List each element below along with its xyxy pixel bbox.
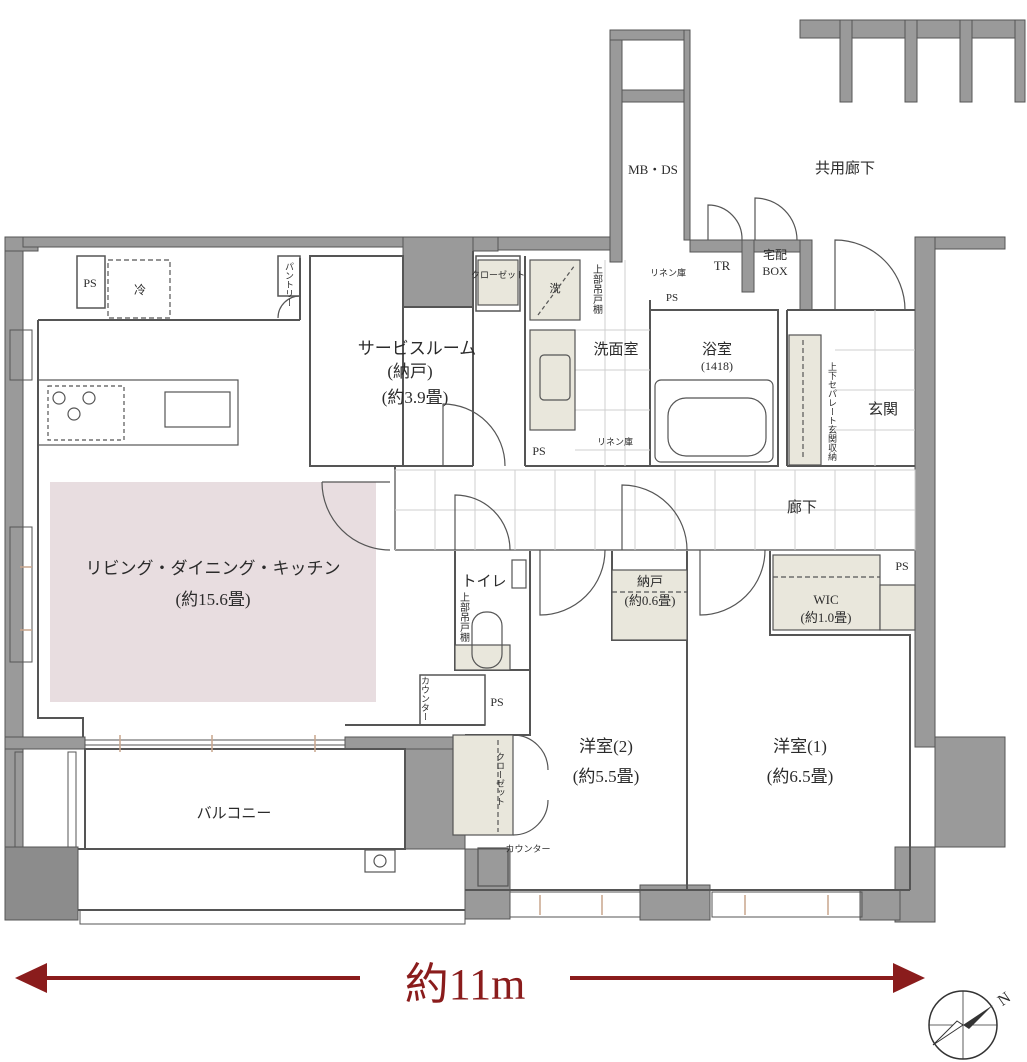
linen-label: リネン庫 (650, 267, 686, 278)
closet-label-2: クローゼット (495, 752, 505, 806)
ps-label: PS (532, 444, 545, 458)
fridge (107, 259, 171, 319)
washroom-label: 洗面室 (593, 341, 638, 358)
sink (164, 391, 231, 428)
western-1-area: (約6.5畳) (767, 767, 834, 786)
service-room-label: サービスルーム (358, 339, 477, 358)
hall-label: 廊下 (787, 499, 817, 516)
western-2-area: (約5.5畳) (573, 767, 640, 786)
bathtub (667, 397, 767, 457)
tr-label: TR (714, 258, 731, 273)
service-room-area: (約3.9畳) (382, 388, 449, 407)
counter-label: カウンター (420, 676, 430, 721)
stove (47, 385, 125, 441)
wic-label: WIC (813, 592, 838, 607)
toilet-bowl (471, 611, 503, 669)
common-corridor-label: 共用廊下 (815, 160, 875, 177)
window-ticks (20, 566, 829, 915)
western-2-label: 洋室(2) (579, 737, 633, 756)
balcony-label: バルコニー (197, 806, 272, 822)
entrance-storage-label: 上下セパレート玄関収納 (827, 362, 837, 462)
dimension-arrow: 約11m (15, 960, 925, 1009)
bath-label: 浴室 (702, 341, 732, 358)
closet-label: クローゼット (471, 269, 525, 280)
linen-label: リネン庫 (597, 436, 633, 447)
bath-size: (1418) (701, 359, 733, 373)
compass-north: N (995, 989, 1015, 1010)
ps-label: PS (490, 695, 503, 709)
service-room-sub: (納戸) (387, 362, 432, 381)
washer-label: 洗 (550, 282, 561, 295)
windows (9, 329, 863, 925)
outdoor-unit (364, 849, 396, 873)
ps-label: PS (666, 292, 678, 304)
burner-icon (82, 391, 96, 405)
ps-label: PS (83, 276, 96, 290)
compass-icon: N (928, 989, 1015, 1060)
fridge-label: 冷 (134, 283, 146, 297)
western-1-label: 洋室(1) (773, 737, 827, 756)
tank (511, 559, 527, 589)
storage-fills (452, 259, 916, 836)
ldk-label: リビング・ダイニング・キッチン (86, 559, 341, 578)
counter-label-2: カウンター (505, 844, 550, 854)
dimension-label: 約11m (405, 960, 526, 1009)
ldk-area: (約15.6畳) (175, 590, 250, 609)
wic-area: (約1.0畳) (801, 610, 852, 625)
room-labels: リビング・ダイニング・キッチン (約15.6畳) サービスルーム (納戸) (約… (86, 160, 899, 822)
wash-basin (539, 354, 571, 401)
door-swings (277, 197, 906, 836)
upper-shelf-label: 上部吊戸棚 (458, 592, 470, 643)
nando-area: (約0.6畳) (625, 593, 676, 608)
pantry-label: パントリー (284, 262, 294, 307)
delivery-box-label-2: BOX (762, 264, 788, 278)
burner-icon (67, 407, 81, 421)
structural-walls (4, 19, 1026, 923)
mb-ds-label: MB・DS (628, 162, 678, 177)
ps-label: PS (895, 559, 908, 573)
nando-label: 納戸 (637, 574, 663, 589)
fixtures (37, 259, 880, 887)
entrance-label: 玄関 (868, 401, 898, 418)
fixture-labels: PS PS PS PS PS 冷 パントリー クローゼット 洗 上部吊戸棚 上部… (83, 247, 908, 854)
upper-shelf-label: 上部吊戸棚 (591, 264, 603, 315)
ldk-highlight (50, 482, 376, 702)
kitchen-counter (37, 379, 239, 446)
hall-tiles (394, 260, 916, 551)
toilet-label: トイレ (461, 574, 506, 590)
delivery-box-label-1: 宅配 (763, 247, 787, 262)
burner-icon (52, 391, 66, 405)
